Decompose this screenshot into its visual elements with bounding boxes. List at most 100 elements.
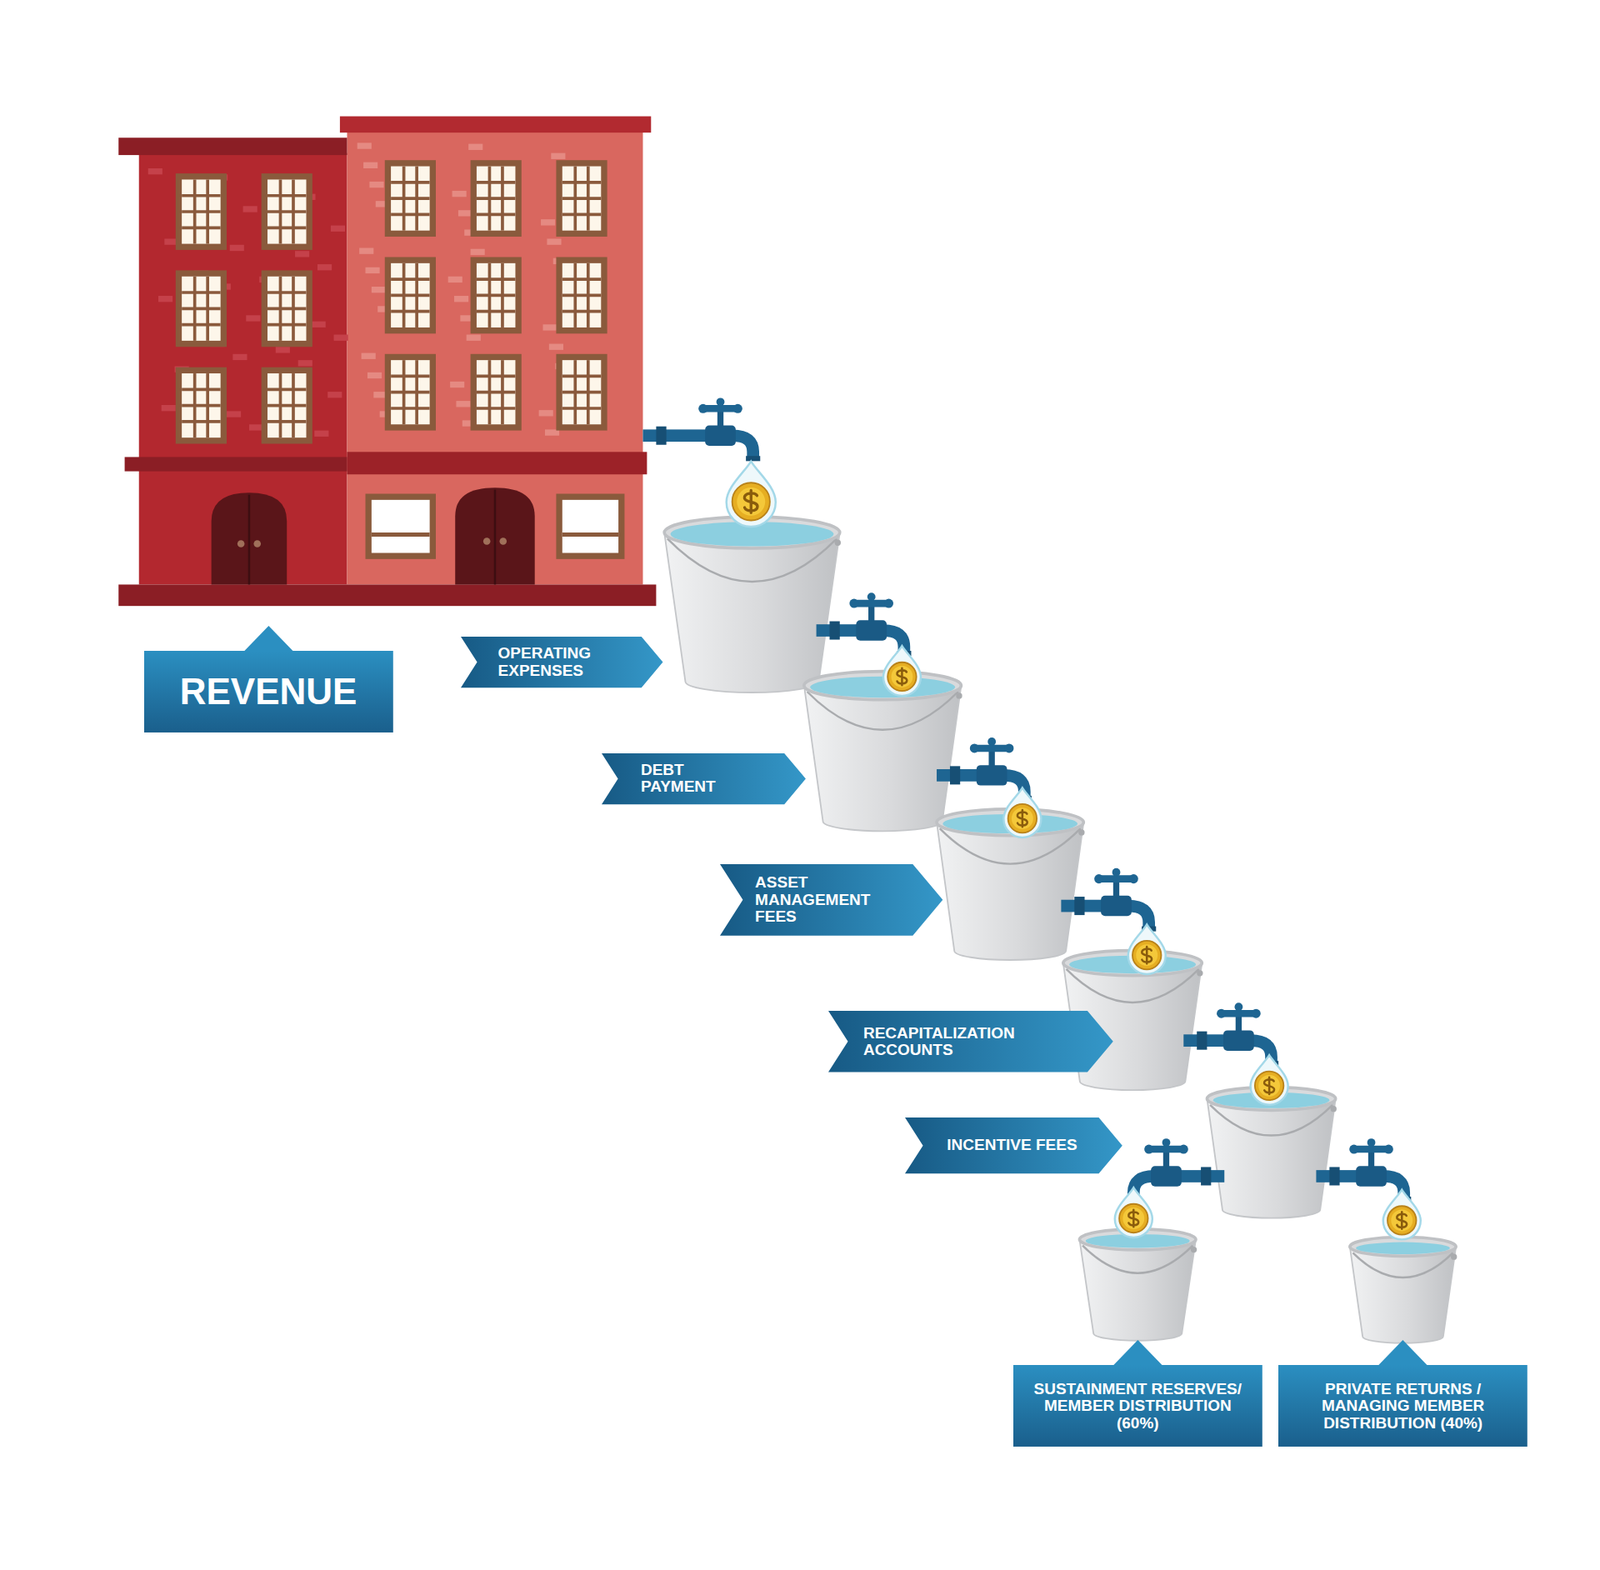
window-glass — [562, 263, 602, 328]
valve-body — [1100, 895, 1132, 916]
valve-body — [1150, 1165, 1182, 1186]
window — [555, 256, 607, 334]
window-bar — [390, 213, 430, 217]
bucket-body — [804, 685, 962, 832]
window-glass — [181, 276, 221, 341]
window-frame — [470, 354, 522, 431]
shop-window — [365, 493, 436, 559]
window-bar — [562, 277, 602, 281]
faucet — [642, 397, 775, 527]
window-bar — [267, 323, 307, 327]
door — [211, 492, 288, 585]
window-bar — [267, 387, 307, 391]
door — [455, 487, 535, 585]
water-drop — [1128, 924, 1166, 975]
window-frame — [555, 160, 607, 237]
bucket — [664, 516, 841, 693]
distribution-box: SUSTAINMENT RESERVES/ MEMBER DISTRIBUTIO… — [1013, 1365, 1263, 1447]
flow-label: OPERATING EXPENSES — [460, 636, 663, 688]
window — [175, 173, 227, 250]
brick — [450, 381, 465, 388]
window-bar — [267, 225, 307, 230]
bucket-lug — [1196, 970, 1203, 976]
window-bar — [181, 194, 221, 198]
window-frame — [365, 493, 436, 559]
valve-handle — [854, 600, 890, 608]
brick — [334, 335, 349, 341]
bucket-lug — [1330, 1105, 1337, 1112]
window-frame — [175, 173, 227, 250]
window-bar — [476, 406, 516, 410]
window-frame — [555, 354, 607, 431]
handle-cap — [1162, 1138, 1171, 1147]
coin-face — [736, 487, 765, 516]
bucket-lug — [1078, 829, 1085, 835]
dollar-symbol — [1396, 1211, 1407, 1229]
handle-end — [733, 404, 743, 414]
valve-handle — [703, 405, 739, 413]
pipe-coupling — [1196, 1031, 1207, 1050]
pipe-coupling — [1329, 1166, 1340, 1185]
brick — [466, 335, 481, 341]
handle-end — [884, 599, 894, 609]
box-fill — [1278, 1365, 1528, 1447]
valve-body — [976, 765, 1008, 785]
box-fill — [144, 650, 394, 733]
window-bar — [476, 294, 516, 298]
brick — [161, 405, 176, 411]
brick — [275, 346, 290, 353]
flow-label: DEBT PAYMENT — [601, 753, 806, 805]
window — [261, 173, 313, 250]
window-frame — [470, 160, 522, 237]
brick — [458, 210, 473, 216]
faucet — [1183, 1002, 1288, 1105]
window-bar — [181, 225, 221, 230]
water-drop — [1250, 1055, 1289, 1105]
window-glass — [371, 500, 430, 554]
flow-label-text: OPERATING EXPENSES — [498, 645, 631, 680]
brick — [365, 267, 380, 274]
brick — [311, 321, 326, 328]
window-bar — [476, 180, 516, 185]
bucket — [804, 671, 963, 832]
brick — [546, 238, 561, 245]
window-glass — [267, 276, 307, 341]
chevron-fill — [601, 753, 806, 805]
brick — [327, 391, 342, 398]
valve-handle — [1099, 875, 1135, 883]
window — [261, 270, 313, 347]
window-bar — [562, 294, 602, 298]
door-seam — [494, 490, 496, 585]
window-bar — [476, 310, 516, 314]
box-fill — [1013, 1365, 1263, 1447]
valve-handle — [1221, 1010, 1257, 1018]
brick — [357, 142, 372, 149]
handle-cap — [867, 592, 876, 601]
coin — [1255, 1071, 1284, 1100]
water-drop — [1383, 1190, 1421, 1240]
brick — [232, 354, 247, 360]
coin-face — [1390, 1210, 1413, 1232]
bucket-lug — [1190, 1246, 1197, 1253]
pipe-coupling — [1200, 1166, 1211, 1185]
window — [261, 367, 313, 445]
valve-body — [705, 425, 736, 445]
distribution-box: PRIVATE RETURNS / MANAGING MEMBER DISTRI… — [1278, 1365, 1528, 1447]
faucet — [936, 737, 1041, 838]
window-glass — [476, 360, 516, 425]
brick — [230, 245, 245, 251]
window-frame — [470, 256, 522, 334]
handle-end — [1004, 743, 1014, 753]
handle-end — [1179, 1145, 1189, 1155]
box-pointer — [243, 625, 294, 652]
building-wall — [346, 130, 643, 585]
window-glass — [390, 263, 430, 328]
handle-end — [970, 743, 980, 753]
coin — [1132, 940, 1161, 970]
bucket-body — [936, 822, 1084, 960]
bucket-lug — [1450, 1254, 1457, 1260]
handle-end — [1129, 874, 1139, 884]
window-bar — [181, 420, 221, 424]
brick — [452, 190, 467, 197]
window-bar — [562, 196, 602, 200]
